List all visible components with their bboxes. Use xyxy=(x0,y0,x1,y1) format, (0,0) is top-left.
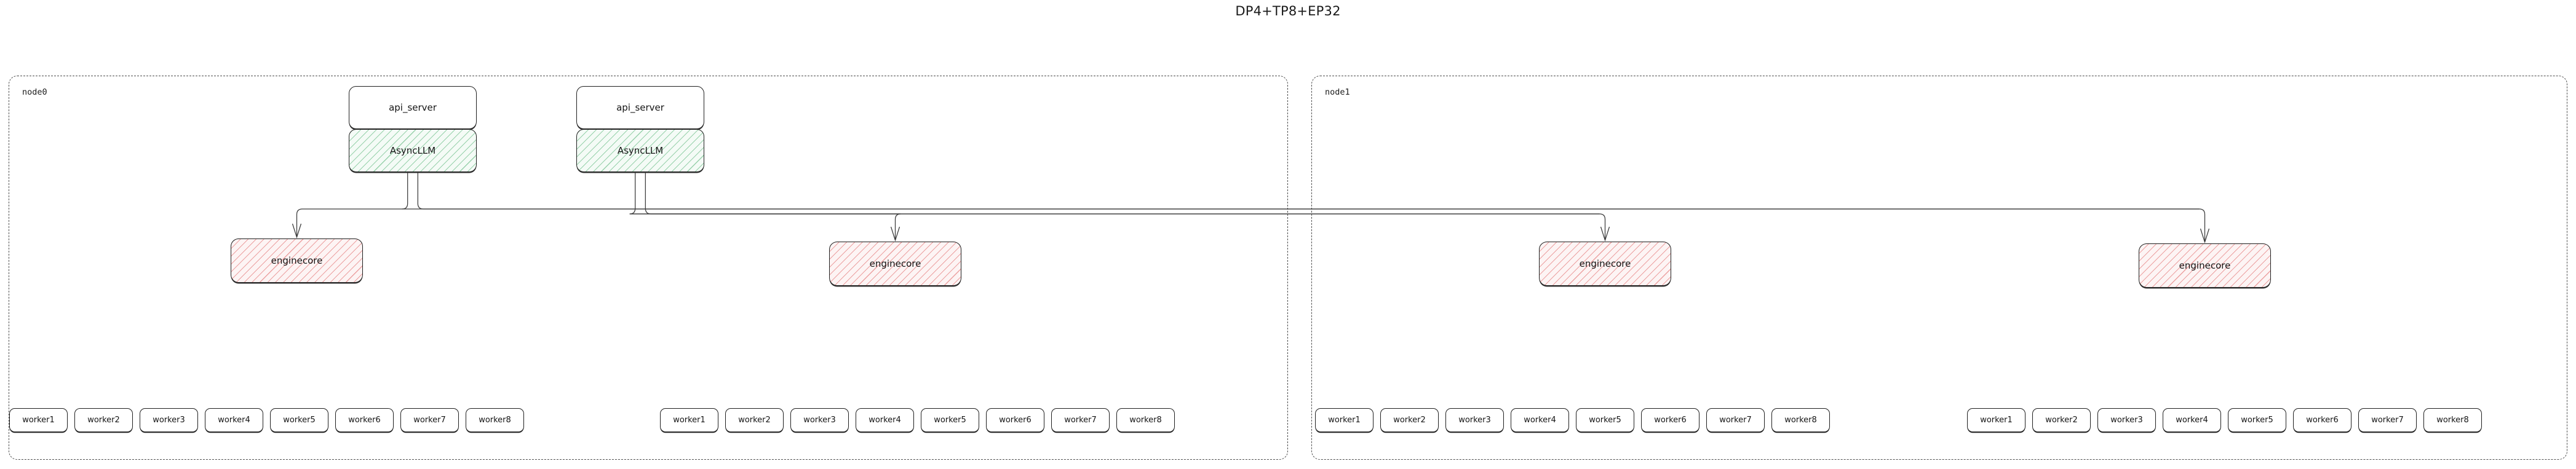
worker-box-node1-g0-6[interactable]: worker7 xyxy=(1706,408,1765,432)
worker-box-node0-g1-2[interactable]: worker3 xyxy=(790,408,849,432)
worker-box-node1-g1-7[interactable]: worker8 xyxy=(2423,408,2482,432)
worker-box-node0-g0-0-label: worker1 xyxy=(22,416,55,425)
worker-box-node0-g1-1[interactable]: worker2 xyxy=(725,408,784,432)
worker-box-node0-g0-2[interactable]: worker3 xyxy=(140,408,198,432)
node-label-node0: node0 xyxy=(22,87,47,97)
worker-box-node0-g1-7[interactable]: worker8 xyxy=(1116,408,1175,432)
worker-box-node0-g1-5[interactable]: worker6 xyxy=(986,408,1044,432)
enginecore-box-node1-1[interactable]: enginecore xyxy=(2139,243,2271,288)
worker-box-node1-g1-5-label: worker6 xyxy=(2306,416,2339,425)
worker-box-node0-g0-7-label: worker8 xyxy=(479,416,511,425)
enginecore-box-node0-0[interactable]: enginecore xyxy=(231,238,363,283)
worker-box-node1-g0-0[interactable]: worker1 xyxy=(1315,408,1373,432)
worker-box-node0-g0-7[interactable]: worker8 xyxy=(466,408,524,432)
api-server-box-node0-0-label: api_server xyxy=(389,102,437,113)
worker-box-node0-g0-1-label: worker2 xyxy=(87,416,120,425)
enginecore-box-node0-1[interactable]: enginecore xyxy=(829,242,961,286)
worker-box-node0-g0-2-label: worker3 xyxy=(153,416,185,425)
worker-box-node0-g0-3-label: worker4 xyxy=(218,416,250,425)
worker-box-node1-g0-5-label: worker6 xyxy=(1654,416,1687,425)
api-server-box-node0-0[interactable]: api_server xyxy=(349,86,477,129)
worker-box-node1-g0-2-label: worker3 xyxy=(1458,416,1491,425)
worker-box-node1-g0-3[interactable]: worker4 xyxy=(1511,408,1569,432)
worker-box-node0-g1-3[interactable]: worker4 xyxy=(856,408,914,432)
api-server-box-node0-1[interactable]: api_server xyxy=(576,86,704,129)
worker-box-node0-g1-1-label: worker2 xyxy=(738,416,771,425)
worker-box-node0-g1-3-label: worker4 xyxy=(869,416,901,425)
async-llm-box-node0-1[interactable]: AsyncLLM xyxy=(576,129,704,172)
page-title: DP4+TP8+EP32 xyxy=(1235,4,1341,18)
node-container-node0 xyxy=(9,76,1288,460)
worker-box-node0-g1-6-label: worker7 xyxy=(1064,416,1097,425)
enginecore-box-node1-1-label: enginecore xyxy=(2179,260,2231,271)
worker-box-node1-g1-6-label: worker7 xyxy=(2371,416,2404,425)
worker-box-node1-g1-6[interactable]: worker7 xyxy=(2358,408,2417,432)
worker-box-node0-g0-5[interactable]: worker6 xyxy=(335,408,394,432)
node-container-node1 xyxy=(1311,76,2567,460)
worker-box-node1-g1-5[interactable]: worker6 xyxy=(2293,408,2351,432)
worker-box-node1-g1-0[interactable]: worker1 xyxy=(1967,408,2025,432)
worker-box-node1-g0-3-label: worker4 xyxy=(1524,416,1556,425)
worker-box-node1-g0-1[interactable]: worker2 xyxy=(1380,408,1439,432)
worker-box-node1-g1-3-label: worker4 xyxy=(2176,416,2208,425)
worker-box-node0-g0-4-label: worker5 xyxy=(283,416,316,425)
worker-box-node1-g1-7-label: worker8 xyxy=(2436,416,2469,425)
worker-box-node1-g0-7-label: worker8 xyxy=(1784,416,1817,425)
worker-box-node1-g0-6-label: worker7 xyxy=(1719,416,1752,425)
node-label-node1: node1 xyxy=(1325,87,1350,97)
worker-box-node1-g1-4[interactable]: worker5 xyxy=(2228,408,2286,432)
worker-box-node0-g0-1[interactable]: worker2 xyxy=(74,408,133,432)
worker-box-node1-g0-4-label: worker5 xyxy=(1589,416,1621,425)
worker-box-node0-g1-0[interactable]: worker1 xyxy=(660,408,718,432)
worker-box-node0-g1-7-label: worker8 xyxy=(1129,416,1162,425)
worker-box-node1-g1-1-label: worker2 xyxy=(2045,416,2078,425)
worker-box-node0-g0-3[interactable]: worker4 xyxy=(205,408,263,432)
worker-box-node1-g1-0-label: worker1 xyxy=(1980,416,2013,425)
worker-box-node0-g1-0-label: worker1 xyxy=(673,416,706,425)
worker-box-node1-g0-1-label: worker2 xyxy=(1393,416,1426,425)
async-llm-box-node0-0-label: AsyncLLM xyxy=(389,145,436,156)
worker-box-node1-g0-4[interactable]: worker5 xyxy=(1576,408,1634,432)
worker-box-node0-g0-4[interactable]: worker5 xyxy=(270,408,328,432)
worker-box-node1-g1-4-label: worker5 xyxy=(2241,416,2273,425)
worker-box-node1-g1-2[interactable]: worker3 xyxy=(2097,408,2156,432)
worker-box-node1-g1-1[interactable]: worker2 xyxy=(2032,408,2091,432)
worker-box-node1-g0-5[interactable]: worker6 xyxy=(1641,408,1699,432)
worker-box-node1-g0-2[interactable]: worker3 xyxy=(1445,408,1504,432)
enginecore-box-node0-0-label: enginecore xyxy=(271,255,323,266)
worker-box-node0-g1-4[interactable]: worker5 xyxy=(921,408,979,432)
enginecore-box-node0-1-label: enginecore xyxy=(869,258,921,269)
worker-box-node0-g0-5-label: worker6 xyxy=(348,416,381,425)
worker-box-node1-g1-3[interactable]: worker4 xyxy=(2163,408,2221,432)
worker-box-node0-g1-2-label: worker3 xyxy=(803,416,836,425)
worker-box-node0-g0-6-label: worker7 xyxy=(413,416,446,425)
worker-box-node0-g1-4-label: worker5 xyxy=(934,416,966,425)
enginecore-box-node1-0[interactable]: enginecore xyxy=(1539,242,1671,286)
async-llm-box-node0-1-label: AsyncLLM xyxy=(617,145,664,156)
enginecore-box-node1-0-label: enginecore xyxy=(1579,258,1631,269)
worker-box-node0-g1-6[interactable]: worker7 xyxy=(1051,408,1110,432)
worker-box-node0-g1-5-label: worker6 xyxy=(999,416,1032,425)
api-server-box-node0-1-label: api_server xyxy=(616,102,664,113)
worker-box-node1-g0-7[interactable]: worker8 xyxy=(1771,408,1830,432)
async-llm-box-node0-0[interactable]: AsyncLLM xyxy=(349,129,477,172)
worker-box-node1-g0-0-label: worker1 xyxy=(1328,416,1361,425)
worker-box-node0-g0-6[interactable]: worker7 xyxy=(400,408,459,432)
worker-box-node0-g0-0[interactable]: worker1 xyxy=(9,408,68,432)
worker-box-node1-g1-2-label: worker3 xyxy=(2110,416,2143,425)
